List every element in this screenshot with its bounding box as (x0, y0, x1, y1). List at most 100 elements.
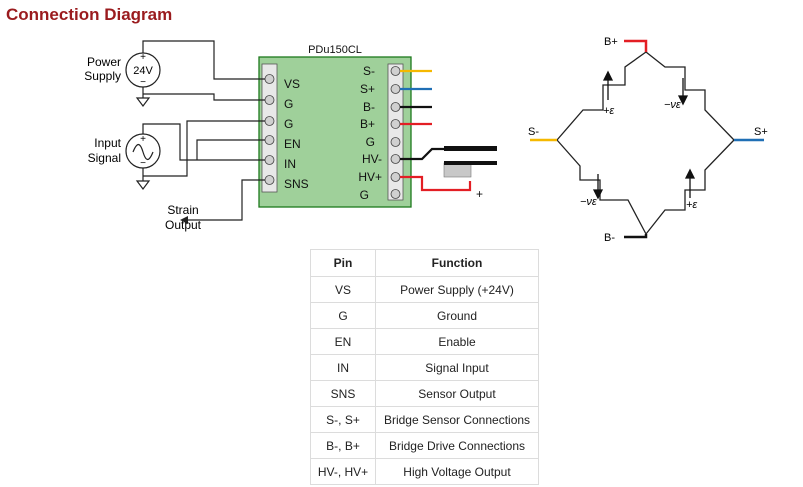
wire-signal-plus (142, 123, 265, 161)
gauge-bottom-left-label: −νε (580, 196, 597, 208)
column-header-pin: Pin (310, 249, 376, 277)
right-pin-labels: S- S+ B- B+ G HV- HV+ G (358, 64, 382, 202)
pin-cell: G (310, 302, 376, 329)
pin-label-b-plus: B+ (360, 117, 375, 131)
actuator-plus-label: + (476, 187, 483, 201)
screw-s-plus (390, 84, 401, 94)
signal-plus: + (140, 134, 146, 145)
pin-cell: VS (310, 276, 376, 303)
power-label-1: Power (87, 55, 121, 69)
left-pin-labels: VS G G EN IN SNS (284, 77, 309, 191)
column-header-function: Function (375, 249, 539, 277)
screw-en (264, 135, 275, 145)
function-cell: Bridge Sensor Connections (375, 406, 539, 433)
table-row: S-, S+ Bridge Sensor Connections (310, 406, 539, 433)
connection-diagram: PDu150CL VS G G EN IN SNS S- S+ B- B+ G … (84, 40, 497, 232)
function-cell: Power Supply (+24V) (375, 276, 539, 303)
table-row: IN Signal Input (310, 354, 539, 381)
bridge-node-b-plus: B+ (604, 36, 618, 48)
screw-b-plus (390, 119, 401, 129)
ground-symbol-1 (135, 97, 151, 107)
screw-hv-plus (390, 172, 401, 182)
bridge-diagram: B+ B- S- S+ +ε −νε −νε +ε (528, 36, 768, 244)
power-supply-symbol: + 24V − Power Supply (84, 52, 161, 88)
ground-symbol-2 (135, 180, 151, 190)
wire-vs (142, 40, 265, 80)
screw-s-minus (390, 66, 401, 76)
pin-label-g-3: G (360, 188, 369, 202)
wire-hv-plus (400, 175, 472, 192)
table-header-row: Pin Function (310, 249, 539, 277)
pin-label-s-plus: S+ (360, 82, 375, 96)
pin-label-g: G (284, 117, 293, 131)
strain-arrows (592, 70, 696, 200)
pin-cell: SNS (310, 380, 376, 407)
pin-label-g: G (284, 97, 293, 111)
wire-g2 (143, 120, 265, 177)
screw-g2 (264, 116, 275, 126)
power-value: 24V (133, 65, 153, 77)
actuator-top-plate (444, 146, 497, 151)
bridge-arm-bottom-left (556, 139, 647, 235)
pin-label-sns: SNS (284, 177, 309, 191)
arrow-down-icon (677, 95, 689, 106)
power-label-2: Supply (84, 69, 121, 83)
pin-cell: HV-, HV+ (310, 458, 376, 485)
screw-sns (264, 175, 275, 185)
pin-label-s-minus: S- (363, 64, 375, 78)
pin-cell: B-, B+ (310, 432, 376, 459)
pin-label-hv-plus: HV+ (358, 170, 382, 184)
right-terminal-screws (390, 66, 401, 199)
power-minus: − (140, 77, 146, 88)
table-row: B-, B+ Bridge Drive Connections (310, 432, 539, 459)
power-plus: + (140, 52, 146, 63)
signal-minus: − (140, 158, 146, 169)
screw-g-2 (390, 189, 401, 199)
arrow-icon (180, 216, 188, 224)
output-label-2: Output (165, 218, 202, 232)
module-body (258, 56, 412, 208)
screw-g (390, 137, 401, 147)
function-cell: Bridge Drive Connections (375, 432, 539, 459)
pin-table: Pin Function VS Power Supply (+24V) G Gr… (310, 249, 539, 485)
pin-label-b-minus: B- (363, 100, 375, 114)
pin-label-in: IN (284, 157, 296, 171)
bridge-lead-b-minus (624, 234, 648, 239)
pin-label-en: EN (284, 137, 301, 151)
sine-wave-icon (132, 143, 154, 161)
page-title: Connection Diagram (6, 5, 173, 24)
gauge-top-right-label: −νε (664, 99, 681, 111)
input-label-1: Input (94, 136, 121, 150)
function-cell: Ground (375, 302, 539, 329)
arrow-up-icon (684, 168, 696, 179)
bridge-node-b-minus: B- (604, 232, 615, 244)
screw-vs (264, 74, 275, 84)
table-row: EN Enable (310, 328, 539, 355)
table-row: HV-, HV+ High Voltage Output (310, 458, 539, 485)
pin-label-g: G (366, 135, 375, 149)
screw-in (264, 155, 275, 165)
bridge-arm-top-left (556, 51, 647, 141)
function-cell: Enable (375, 328, 539, 355)
bridge-node-s-minus: S- (528, 126, 539, 138)
function-cell: Signal Input (375, 354, 539, 381)
pin-cell: IN (310, 354, 376, 381)
pin-label-hv-minus: HV- (362, 152, 382, 166)
wire-en (196, 139, 265, 160)
arrow-down-icon (592, 189, 604, 200)
gauge-top-left-label: +ε (603, 105, 614, 117)
wire-g1 (143, 93, 265, 101)
screw-hv-minus (390, 154, 401, 164)
pin-cell: EN (310, 328, 376, 355)
pin-cell: S-, S+ (310, 406, 376, 433)
function-cell: Sensor Output (375, 380, 539, 407)
bridge-node-s-plus: S+ (754, 126, 768, 138)
bridge-arm-top-right (645, 51, 735, 141)
right-terminal-block (387, 63, 404, 201)
table-row: G Ground (310, 302, 539, 329)
gauge-bottom-right-label: +ε (686, 199, 697, 211)
input-label-2: Signal (88, 151, 121, 165)
bridge-lead-b-plus (624, 39, 648, 52)
actuator-body (443, 162, 472, 178)
bridge-arm-bottom-right (645, 139, 735, 235)
